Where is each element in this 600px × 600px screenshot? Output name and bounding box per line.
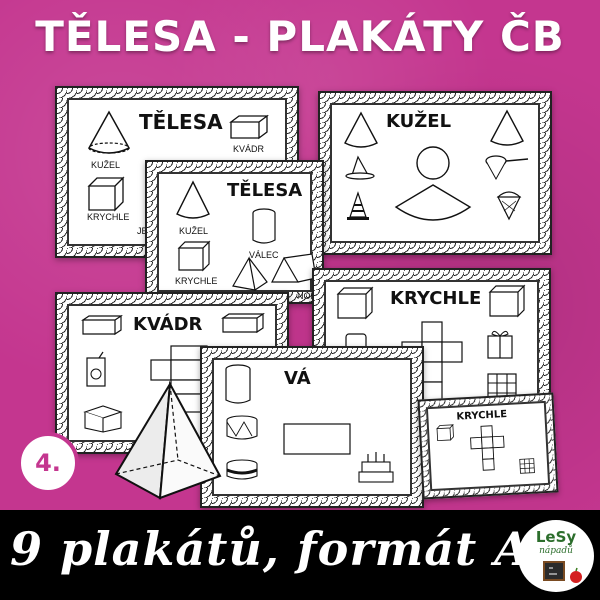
cube-net-icon bbox=[470, 425, 505, 471]
poster-krychle-small: KRYCHLE bbox=[417, 392, 559, 500]
ice-cream-cone-icon bbox=[496, 191, 522, 221]
gift-box-icon bbox=[487, 330, 513, 359]
poster-title: KRYCHLE bbox=[390, 288, 482, 309]
label-krychle: KRYCHLE bbox=[87, 212, 130, 222]
label-kvadr: KVÁDR bbox=[233, 144, 265, 154]
prism-icon bbox=[271, 253, 317, 283]
net-icon bbox=[485, 155, 529, 181]
traffic-cone-icon bbox=[347, 191, 369, 220]
poster-kuzel: KUŽEL bbox=[318, 91, 552, 255]
logo-tagline: nápadů bbox=[539, 546, 573, 556]
poster-title: KVÁDR bbox=[133, 314, 203, 335]
box-icon bbox=[83, 405, 123, 433]
cone-icon bbox=[176, 180, 210, 219]
cylinder-net-icon bbox=[283, 423, 351, 455]
cake-icon bbox=[358, 452, 394, 483]
cylinder-icon bbox=[252, 208, 276, 244]
page-title: TĚLESA - PLAKÁTY ČB bbox=[35, 12, 565, 61]
poster-title: TĚLESA bbox=[227, 180, 303, 201]
juice-box-icon bbox=[86, 351, 106, 387]
cone-icon bbox=[344, 111, 378, 148]
cube-icon bbox=[336, 286, 374, 320]
pyramid-icon bbox=[114, 380, 222, 500]
cube-icon bbox=[488, 284, 526, 318]
label-kuzel: KUŽEL bbox=[179, 226, 209, 236]
footer-text: 9 plakátů, formát A4 bbox=[10, 522, 565, 576]
pyramid-icon bbox=[232, 256, 268, 292]
cylinder-icon bbox=[225, 364, 251, 404]
cuboid-icon bbox=[81, 314, 123, 336]
cone-icon bbox=[87, 110, 131, 154]
cube-icon bbox=[87, 176, 125, 212]
drum-icon bbox=[226, 415, 258, 440]
rubiks-cube-icon bbox=[519, 458, 535, 474]
cube-icon bbox=[436, 423, 454, 442]
poster-title: VÁ bbox=[284, 368, 311, 389]
label-kuzel: KUŽEL bbox=[91, 160, 121, 170]
cuboid-icon bbox=[229, 114, 269, 140]
cuboid-icon bbox=[221, 312, 265, 334]
apple-icon bbox=[570, 567, 582, 583]
poster-title: KUŽEL bbox=[386, 111, 452, 132]
cube-net-icon bbox=[401, 321, 463, 403]
can-icon bbox=[226, 459, 258, 480]
cone-net-icon bbox=[394, 146, 472, 221]
logo: LeSy nápadů bbox=[518, 520, 594, 592]
witch-hat-icon bbox=[345, 155, 375, 180]
label-krychle: KRYCHLE bbox=[175, 276, 218, 286]
label-jehlan-fragment: NOL bbox=[297, 291, 316, 301]
poster-title: TĚLESA bbox=[139, 110, 223, 134]
poster-valec: VÁ bbox=[200, 346, 424, 508]
logo-name: LeSy bbox=[535, 528, 577, 546]
chalkboard-icon bbox=[543, 561, 565, 581]
number-badge: 4. bbox=[17, 432, 79, 494]
cone-icon bbox=[490, 109, 524, 146]
footer-bar bbox=[0, 510, 600, 600]
cube-icon bbox=[177, 240, 211, 272]
label-valec: VÁLEC bbox=[249, 250, 279, 260]
